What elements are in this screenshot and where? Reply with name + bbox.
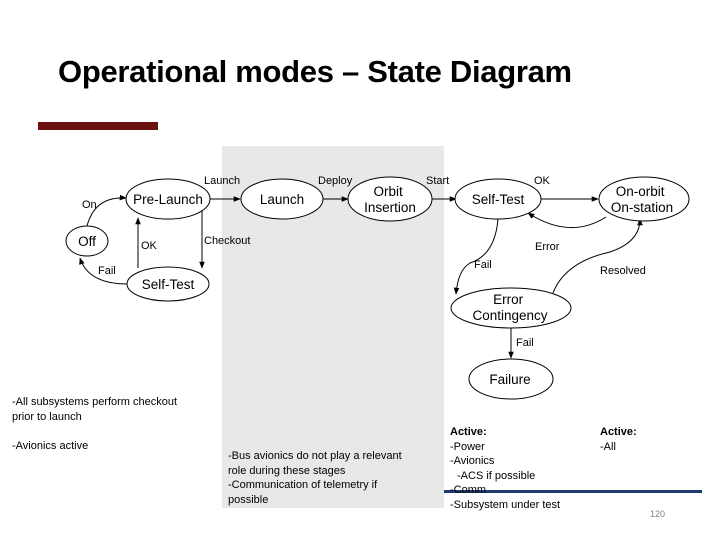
note-left-line-1: -All subsystems perform checkout — [12, 396, 178, 408]
state-onorbit-shape — [598, 176, 690, 222]
state-off: Off — [78, 234, 96, 249]
note-middle-line-4: possible — [228, 493, 269, 506]
state-failure-line-1: Failure — [489, 372, 530, 387]
state-selftest-shape — [454, 178, 542, 220]
note-middle-line-2: role during these stages — [228, 464, 346, 477]
note-onorbit-heading: Active: — [600, 426, 637, 438]
state-orbit-shape — [347, 176, 433, 222]
state-selftest-pre-line-1: Self-Test — [142, 277, 195, 292]
note-onorbit-item-1: -All — [600, 440, 616, 453]
state-prelaunch-shape — [125, 178, 211, 220]
state-error-line-2: Contingency — [472, 308, 547, 323]
label-on: On — [82, 199, 97, 211]
state-error-line-1: Error — [493, 292, 524, 307]
note-left-line-2: prior to launch — [12, 410, 82, 423]
note-selftest-heading: Active: — [450, 426, 487, 438]
label-launch: Launch — [204, 175, 240, 187]
label-fail-bottom: Fail — [516, 337, 534, 349]
label-deploy: Deploy — [318, 175, 353, 187]
note-selftest-item-5: -Subsystem under test — [450, 498, 561, 511]
state-selftest-pre: Self-Test — [142, 277, 195, 292]
note-left-line-3 — [12, 424, 177, 439]
label-start: Start — [426, 175, 449, 187]
edge-onorbit-to-selftest — [527, 212, 607, 228]
note-onorbit-active: Active: -All — [600, 425, 637, 454]
label-fail: Fail — [474, 259, 492, 271]
state-prelaunch-line-1: Pre-Launch — [133, 192, 203, 207]
note-left: -All subsystems perform checkout prior t… — [12, 395, 177, 453]
state-selftest: Self-Test — [472, 192, 525, 207]
bottom-rule — [444, 490, 702, 493]
label-fail-left: Fail — [98, 265, 116, 277]
label-checkout: Checkout — [204, 235, 250, 247]
edge-off-to-prelaunch — [86, 194, 127, 227]
state-selftest-pre-shape — [126, 266, 210, 302]
state-onorbit-line-1: On-orbit — [616, 184, 665, 199]
state-prelaunch: Pre-Launch — [133, 192, 203, 207]
state-error-shape — [450, 287, 572, 329]
state-error-contingency: Error Contingency — [472, 292, 547, 323]
note-middle-line-1: -Bus avionics do not play a relevant — [228, 450, 402, 462]
state-launch: Launch — [260, 192, 304, 207]
note-selftest-item-2: -Avionics — [450, 455, 495, 467]
edge-error-to-onorbit — [552, 218, 643, 294]
label-ok: OK — [534, 175, 551, 187]
edge-selftest-to-error — [453, 218, 499, 295]
state-launch-shape — [240, 178, 324, 220]
state-off-line-1: Off — [78, 234, 96, 249]
state-launch-line-1: Launch — [260, 192, 304, 207]
label-error: Error — [535, 241, 560, 253]
state-orbit-line-2: Insertion — [364, 200, 416, 215]
slide-title: Operational modes – State Diagram — [58, 54, 572, 89]
note-middle: -Bus avionics do not play a relevant rol… — [228, 449, 402, 507]
state-failure-shape — [468, 358, 554, 400]
note-selftest-item-1: -Power — [450, 440, 485, 453]
state-off-shape — [65, 225, 109, 257]
state-onorbit: On-orbit On-station — [611, 184, 673, 215]
edge-selftest-pre-to-off — [79, 257, 129, 285]
page-number: 120 — [650, 509, 666, 519]
state-orbit-line-1: Orbit — [373, 184, 403, 199]
note-middle-line-3: -Communication of telemetry if — [228, 479, 378, 491]
label-resolved: Resolved — [600, 265, 646, 277]
note-selftest-item-4: -Comm — [450, 484, 487, 496]
state-selftest-line-1: Self-Test — [472, 192, 525, 207]
state-failure: Failure — [489, 372, 530, 387]
state-orbit-insertion: Orbit Insertion — [364, 184, 416, 215]
note-selftest-active: Active: -Power -Avionics -ACS if possibl… — [450, 425, 560, 512]
note-left-line-4: -Avionics active — [12, 439, 89, 452]
label-ok-left: OK — [141, 240, 158, 252]
title-accent-bar — [38, 122, 158, 130]
state-onorbit-line-2: On-station — [611, 200, 673, 215]
note-selftest-item-3: -ACS if possible — [457, 469, 536, 482]
